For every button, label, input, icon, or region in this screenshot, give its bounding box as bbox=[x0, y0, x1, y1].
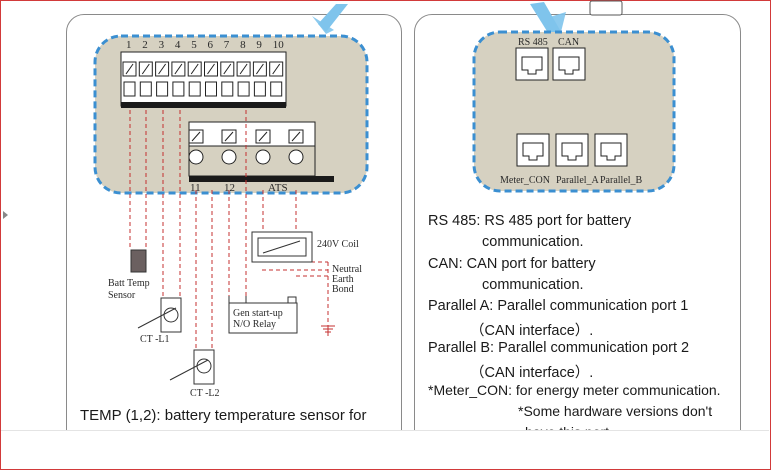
port-description-line: （CAN interface）. bbox=[470, 365, 594, 381]
coil-label: 240V Coil bbox=[317, 239, 359, 250]
ct-l1-label: CT -L1 bbox=[140, 334, 170, 345]
scroll-left-icon[interactable] bbox=[3, 211, 8, 219]
relay-label-line1: Gen start-up bbox=[233, 308, 283, 319]
batt-temp-label-line2: Sensor bbox=[108, 290, 136, 301]
gen-startup-relay-icon bbox=[228, 296, 298, 334]
rj45-port-icon bbox=[594, 133, 628, 167]
terminal-number: 4 bbox=[174, 39, 181, 51]
port-description-line: Parallel A: Parallel communication port … bbox=[428, 298, 689, 314]
terminal-number: 10 bbox=[272, 39, 284, 51]
temp-caption: TEMP (1,2): battery temperature sensor f… bbox=[80, 407, 367, 424]
relay-terminal-ring bbox=[221, 149, 237, 165]
rj45-port-icon bbox=[516, 133, 550, 167]
bond-label-bond: Bond bbox=[332, 284, 354, 295]
port-label-bottom: Parallel_B bbox=[600, 175, 643, 186]
bond-label-earth: Earth bbox=[332, 274, 354, 285]
batt-temp-sensor-icon bbox=[130, 249, 147, 273]
port-description-line: RS 485: RS 485 port for battery bbox=[428, 213, 632, 229]
relay-label-ats: ATS bbox=[268, 182, 288, 194]
ct-l2-label: CT -L2 bbox=[190, 388, 220, 399]
relay-label-line2: N/O Relay bbox=[233, 319, 277, 330]
port-label-top: CAN bbox=[558, 37, 580, 48]
terminal-number: 9 bbox=[256, 39, 262, 51]
relay-terminal-ring bbox=[288, 149, 304, 165]
batt-temp-label-line1: Batt Temp bbox=[108, 278, 150, 289]
terminal-number: 1 bbox=[126, 39, 132, 51]
relay-terminal-ring bbox=[255, 149, 271, 165]
coil-relay-icon bbox=[251, 231, 313, 263]
bottom-toolbar-area bbox=[1, 430, 769, 469]
terminal-number: 7 bbox=[223, 39, 230, 51]
port-label-bottom: Meter_CON bbox=[500, 175, 550, 186]
bond-label-neutral: Neutral bbox=[332, 264, 362, 275]
rj45-port-icon bbox=[515, 47, 549, 81]
ct-l2-icon bbox=[169, 349, 215, 385]
port-description-line: *Meter_CON: for energy meter communicati… bbox=[428, 382, 721, 398]
terminal-number: 2 bbox=[142, 39, 148, 51]
ground-icon bbox=[321, 325, 335, 336]
terminal-number: 3 bbox=[158, 39, 165, 51]
port-description-line: *Some hardware versions don't bbox=[518, 403, 713, 419]
port-label-bottom: Parallel_A bbox=[556, 175, 599, 186]
red-dashed-wires bbox=[129, 110, 329, 350]
terminal-number: 6 bbox=[207, 39, 214, 51]
ct-l1-icon bbox=[137, 297, 182, 333]
port-description-line: （CAN interface）. bbox=[470, 323, 594, 339]
port-description-line: Parallel B: Parallel communication port … bbox=[428, 340, 690, 356]
rj45-port-icon bbox=[552, 47, 586, 81]
terminal-number: 5 bbox=[191, 39, 197, 51]
terminal-block-1-10 bbox=[120, 51, 287, 108]
port-description-line: communication. bbox=[482, 277, 584, 293]
terminal-number: 8 bbox=[240, 39, 246, 51]
relay-terminal-ring bbox=[188, 149, 204, 165]
port-description-line: communication. bbox=[482, 234, 584, 250]
relay-label-11: 11 bbox=[190, 182, 201, 194]
rj45-port-icon bbox=[555, 133, 589, 167]
port-description-line: CAN: CAN port for battery bbox=[428, 256, 596, 272]
relay-label-12: 12 bbox=[224, 182, 235, 194]
port-label-top: RS 485 bbox=[518, 37, 548, 48]
